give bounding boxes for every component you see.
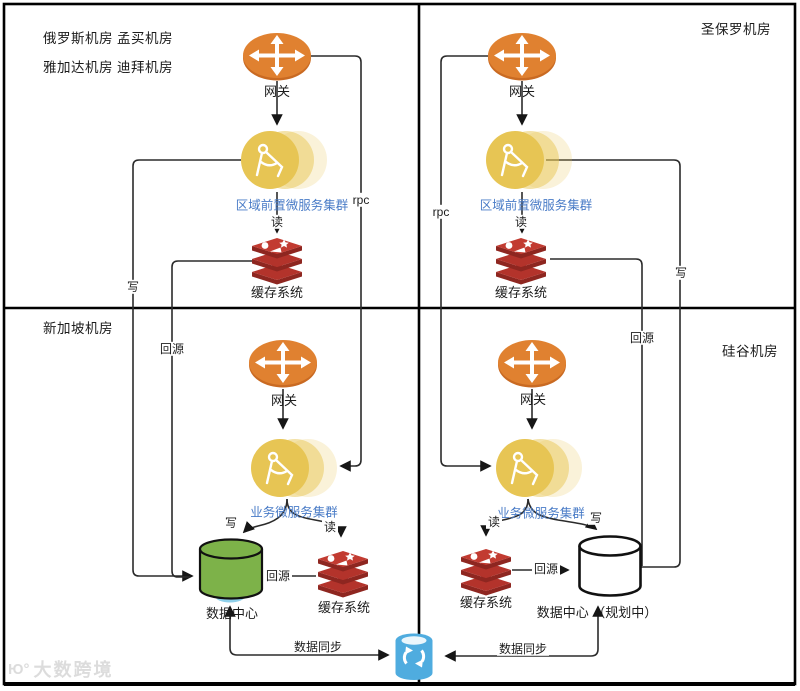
edge-bl-cluster-write-datacenter bbox=[242, 498, 288, 534]
edge-label-datasync-left: 数据同步 bbox=[291, 639, 345, 655]
region-label-siliconvalley: 硅谷机房 bbox=[722, 343, 778, 359]
datacenter-node-planned bbox=[577, 535, 643, 606]
cluster-node-bottom-right bbox=[496, 437, 586, 504]
microservice-compass-icon bbox=[486, 131, 572, 189]
edge-tr-cache-backsource-to-datacenter bbox=[550, 258, 643, 566]
redis-cache-icon bbox=[461, 549, 511, 596]
region-label-jakarta: 雅加达机房 bbox=[43, 59, 113, 75]
edge-label-write-tr: 写 bbox=[672, 265, 690, 281]
cluster-node-top-left bbox=[241, 129, 331, 196]
redis-cache-icon bbox=[252, 238, 302, 285]
cache-label: 缓存系统 bbox=[494, 285, 548, 301]
gateway-label: 网关 bbox=[263, 84, 291, 100]
gateway-node-bottom-right bbox=[497, 339, 567, 393]
region-label-russia: 俄罗斯机房 bbox=[43, 30, 113, 46]
region-label-saopaulo: 圣保罗机房 bbox=[701, 21, 771, 37]
edge-bl-data-sync bbox=[224, 605, 390, 661]
gateway-label: 网关 bbox=[519, 392, 547, 408]
edge-label-rpc-right: rpc bbox=[430, 204, 452, 220]
gateway-node-top-left bbox=[242, 32, 312, 86]
microservice-compass-icon bbox=[241, 131, 327, 189]
cache-node-bottom-right bbox=[460, 549, 512, 601]
gateway-router-icon bbox=[249, 340, 317, 388]
edge-bl-cluster-read-cache bbox=[286, 498, 347, 538]
edge-br-cluster-write-datacenter bbox=[527, 498, 598, 531]
cache-label: 缓存系统 bbox=[459, 595, 513, 611]
business-cluster-label: 业务微服务集群 bbox=[250, 505, 338, 520]
gateway-router-icon bbox=[243, 33, 311, 81]
watermark-text: 大数跨境 bbox=[33, 660, 114, 680]
edge-tr-rpc-to-siliconvalley-cluster bbox=[440, 55, 492, 472]
business-cluster-label: 业务微服务集群 bbox=[497, 506, 585, 521]
redis-cache-icon bbox=[496, 238, 546, 285]
edge-tl-rpc-to-singapore-cluster bbox=[311, 55, 362, 472]
cluster-node-top-right bbox=[486, 129, 576, 196]
data-sync-node bbox=[394, 632, 434, 687]
edge-label-datasync-right: 数据同步 bbox=[496, 641, 550, 657]
datacenter-node-singapore bbox=[198, 538, 264, 611]
edge-br-data-sync bbox=[444, 605, 604, 662]
edge-label-read-bl: 读 bbox=[321, 519, 339, 535]
gateway-router-icon bbox=[488, 33, 556, 81]
cache-label: 缓存系统 bbox=[250, 285, 304, 301]
regional-cluster-label: 区域前置微服务集群 bbox=[479, 198, 593, 213]
edge-label-write-tl: 写 bbox=[124, 279, 142, 295]
cache-node-top-right bbox=[495, 238, 547, 290]
cache-label: 缓存系统 bbox=[317, 600, 371, 616]
microservice-compass-icon bbox=[251, 439, 337, 497]
edge-label-backsource-right-line: 回源 bbox=[627, 330, 657, 346]
microservice-compass-icon bbox=[496, 439, 582, 497]
sync-database-icon bbox=[395, 633, 433, 680]
edge-label-read-br: 读 bbox=[485, 514, 503, 530]
green-database-cylinder-icon bbox=[198, 538, 264, 603]
redis-cache-icon bbox=[318, 551, 368, 598]
white-database-cylinder-icon bbox=[578, 535, 642, 597]
edge-label-write-br: 写 bbox=[587, 510, 605, 526]
edge-label-backsource-bl: 回源 bbox=[263, 568, 293, 584]
gateway-label: 网关 bbox=[270, 393, 298, 409]
edge-label-write-bl: 写 bbox=[222, 515, 240, 531]
watermark: Ю° 大数跨境 bbox=[8, 656, 113, 682]
edge-tr-write-to-datacenter bbox=[546, 159, 681, 568]
watermark-logo: Ю° bbox=[8, 660, 30, 678]
gateway-label: 网关 bbox=[508, 84, 536, 100]
gateway-router-icon bbox=[498, 340, 566, 388]
regional-cluster-label: 区域前置微服务集群 bbox=[235, 198, 349, 213]
region-label-dubai: 迪拜机房 bbox=[117, 59, 173, 75]
region-label-singapore: 新加坡机房 bbox=[43, 320, 113, 336]
region-label-mumbai: 孟买机房 bbox=[117, 30, 173, 46]
edge-label-read-tr: 读 bbox=[512, 214, 530, 230]
gateway-node-top-right bbox=[487, 32, 557, 86]
datacenter-planned-label: 数据中心 （规划中） bbox=[536, 605, 658, 621]
datacenter-label: 数据中心 bbox=[205, 606, 259, 622]
edge-label-rpc-left: rpc bbox=[350, 192, 372, 208]
edge-label-backsource-br: 回源 bbox=[531, 561, 561, 577]
cluster-node-bottom-left bbox=[251, 437, 341, 504]
edge-tl-write-to-datacenter bbox=[132, 159, 241, 582]
edge-label-backsource-left-line: 回源 bbox=[157, 341, 187, 357]
cache-node-bottom-left bbox=[317, 551, 369, 603]
edge-tl-cache-backsource-to-datacenter bbox=[171, 260, 252, 578]
edge-label-read-tl: 读 bbox=[268, 214, 286, 230]
cache-node-top-left bbox=[251, 238, 303, 290]
gateway-node-bottom-left bbox=[248, 339, 318, 393]
